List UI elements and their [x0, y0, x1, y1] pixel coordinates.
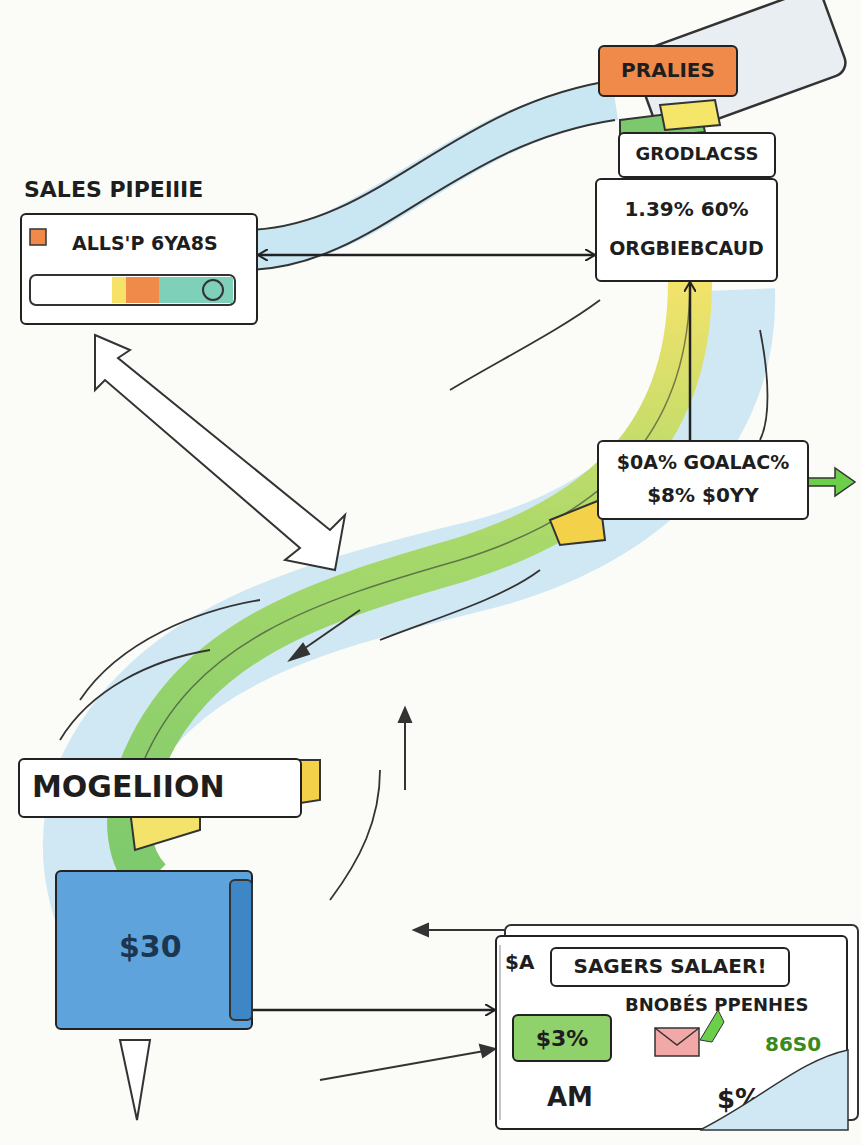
hollow-arrow: [120, 1040, 150, 1120]
flow-arrow: [253, 1009, 495, 1012]
bar-knob: [203, 280, 223, 300]
flow-arrow: [258, 254, 595, 257]
arrow-head: [414, 924, 428, 936]
node-text: PRALIES: [600, 59, 736, 82]
motion-line: [760, 330, 768, 440]
green-tab: [620, 110, 705, 140]
arrow-line: [420, 929, 520, 931]
node-text: BNOBÉS PPENHES: [625, 995, 808, 1016]
section-heading: SALES PIPEllIE: [24, 177, 203, 202]
tab-label: PRALIES: [598, 45, 738, 97]
motion-line: [60, 650, 210, 740]
yellow-clip: [255, 760, 320, 810]
node-text: ALLS'P 6YA8S: [72, 233, 218, 255]
bar-segment: [112, 277, 126, 303]
small-arrows: [290, 610, 520, 1080]
node-text: $30: [119, 930, 182, 965]
card-tab: SAGERS SALAER!: [550, 947, 790, 987]
card-wave: [700, 1050, 848, 1130]
yellow-tab: [660, 100, 720, 130]
ribbon-edge: [250, 120, 615, 270]
top-ribbon: [250, 100, 615, 250]
node-text: $%: [717, 1085, 761, 1115]
hollow-arrow: [95, 335, 345, 570]
node-text: $8% $0YY: [599, 484, 807, 507]
node-text: ORGBIEBCAUD: [597, 238, 776, 260]
flow-arrow: [689, 282, 692, 440]
green-ribbon: [129, 282, 690, 880]
green-arrow: [700, 1010, 724, 1042]
stat-box: 1.39% 60% ORGBIEBCAUD: [595, 178, 778, 282]
box-side: [230, 880, 252, 1020]
node-text: $A: [505, 951, 534, 974]
envelope-icon: [655, 1028, 699, 1056]
bar-segment: [159, 277, 233, 303]
tab-label: GRODLACSS: [618, 132, 776, 178]
motion-line: [330, 770, 380, 900]
yellow-clip: [550, 500, 605, 545]
arrow-line: [295, 610, 360, 655]
motion-line: [380, 570, 540, 640]
envelope-flap: [655, 1028, 699, 1045]
phone-outline: [631, 0, 850, 139]
arrow-line: [404, 715, 406, 790]
back-card: [505, 925, 858, 1120]
value-block: $30: [55, 870, 253, 1030]
node-text: 86S0: [765, 1033, 821, 1056]
yellow-band: [130, 790, 200, 850]
node-text: $0A% GOALAC%: [599, 452, 807, 474]
progress-bar: [30, 275, 235, 305]
node-text: $3%: [514, 1026, 610, 1051]
motion-line: [80, 600, 260, 700]
goal-box: $0A% GOALAC% $8% $0YY: [597, 440, 809, 520]
node-text: 1.39% 60%: [597, 198, 776, 221]
node-text: MOGELIION: [32, 770, 225, 805]
summary-card: $A BNOBÉS PPENHES 86S0AM $% SAGERS SALAER! $3…: [495, 935, 848, 1130]
main-ribbon: [88, 290, 730, 990]
color-square: [30, 229, 46, 245]
ribbon-edge: [250, 80, 615, 230]
arrow-line: [320, 1050, 490, 1080]
arrow-head: [290, 644, 309, 660]
green-arrow: [808, 468, 855, 496]
node-text: AM: [547, 1083, 593, 1113]
node-text: SAGERS SALAER!: [552, 955, 788, 978]
motion-line: [450, 300, 600, 390]
arrow-head: [480, 1045, 495, 1057]
bar-segment: [126, 277, 159, 303]
ribbon-edge: [140, 282, 690, 770]
card-fold: [500, 945, 501, 1120]
node-text: GRODLACSS: [620, 144, 774, 165]
motion-lines: [60, 300, 768, 900]
arrow-head: [399, 708, 411, 722]
stage-box: SALES PIPEllIEALLS'P 6YA8S: [20, 213, 258, 325]
stage-box: MOGELIION: [18, 758, 302, 818]
percent-tag: $3%: [512, 1014, 612, 1062]
